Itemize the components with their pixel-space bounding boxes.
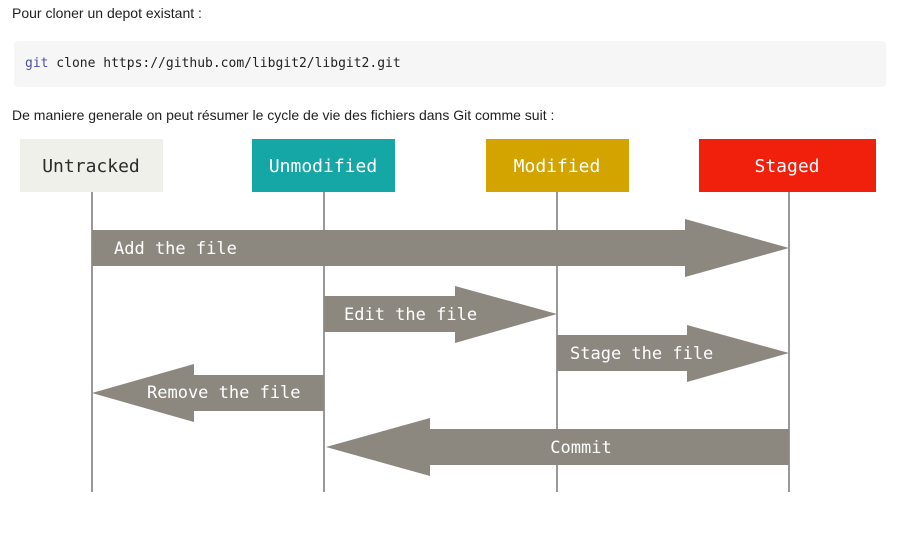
code-block: git clone https://github.com/libgit2/lib… — [14, 41, 886, 87]
code-line: git clone https://github.com/libgit2/lib… — [25, 56, 401, 71]
state-box-unmodified — [252, 139, 395, 192]
arrow-stage-the-file — [557, 325, 789, 382]
state-box-modified — [486, 139, 629, 192]
code-arguments: clone https://github.com/libgit2/libgit2… — [48, 56, 401, 71]
state-label-untracked: Untracked — [42, 156, 140, 177]
arrow-commit — [326, 418, 789, 476]
state-label-modified: Modified — [514, 156, 601, 177]
intro-text: Pour cloner un depot existant : — [12, 5, 202, 21]
state-box-staged — [699, 139, 876, 192]
arrow-label-stage: Stage the file — [570, 344, 713, 364]
arrow-label-commit: Commit — [550, 438, 611, 458]
state-box-untracked — [20, 139, 163, 192]
arrow-edit-the-file — [324, 286, 557, 343]
state-label-unmodified: Unmodified — [269, 156, 377, 177]
arrow-label-remove: Remove the file — [147, 383, 301, 403]
arrow-label-add: Add the file — [114, 239, 237, 259]
arrow-remove-the-file — [92, 364, 324, 422]
arrow-label-edit: Edit the file — [344, 305, 477, 325]
lifecycle-description: De maniere generale on peut résumer le c… — [12, 107, 555, 123]
arrow-add-the-file — [92, 219, 789, 277]
state-label-staged: Staged — [754, 156, 819, 177]
code-command: git — [25, 56, 49, 71]
